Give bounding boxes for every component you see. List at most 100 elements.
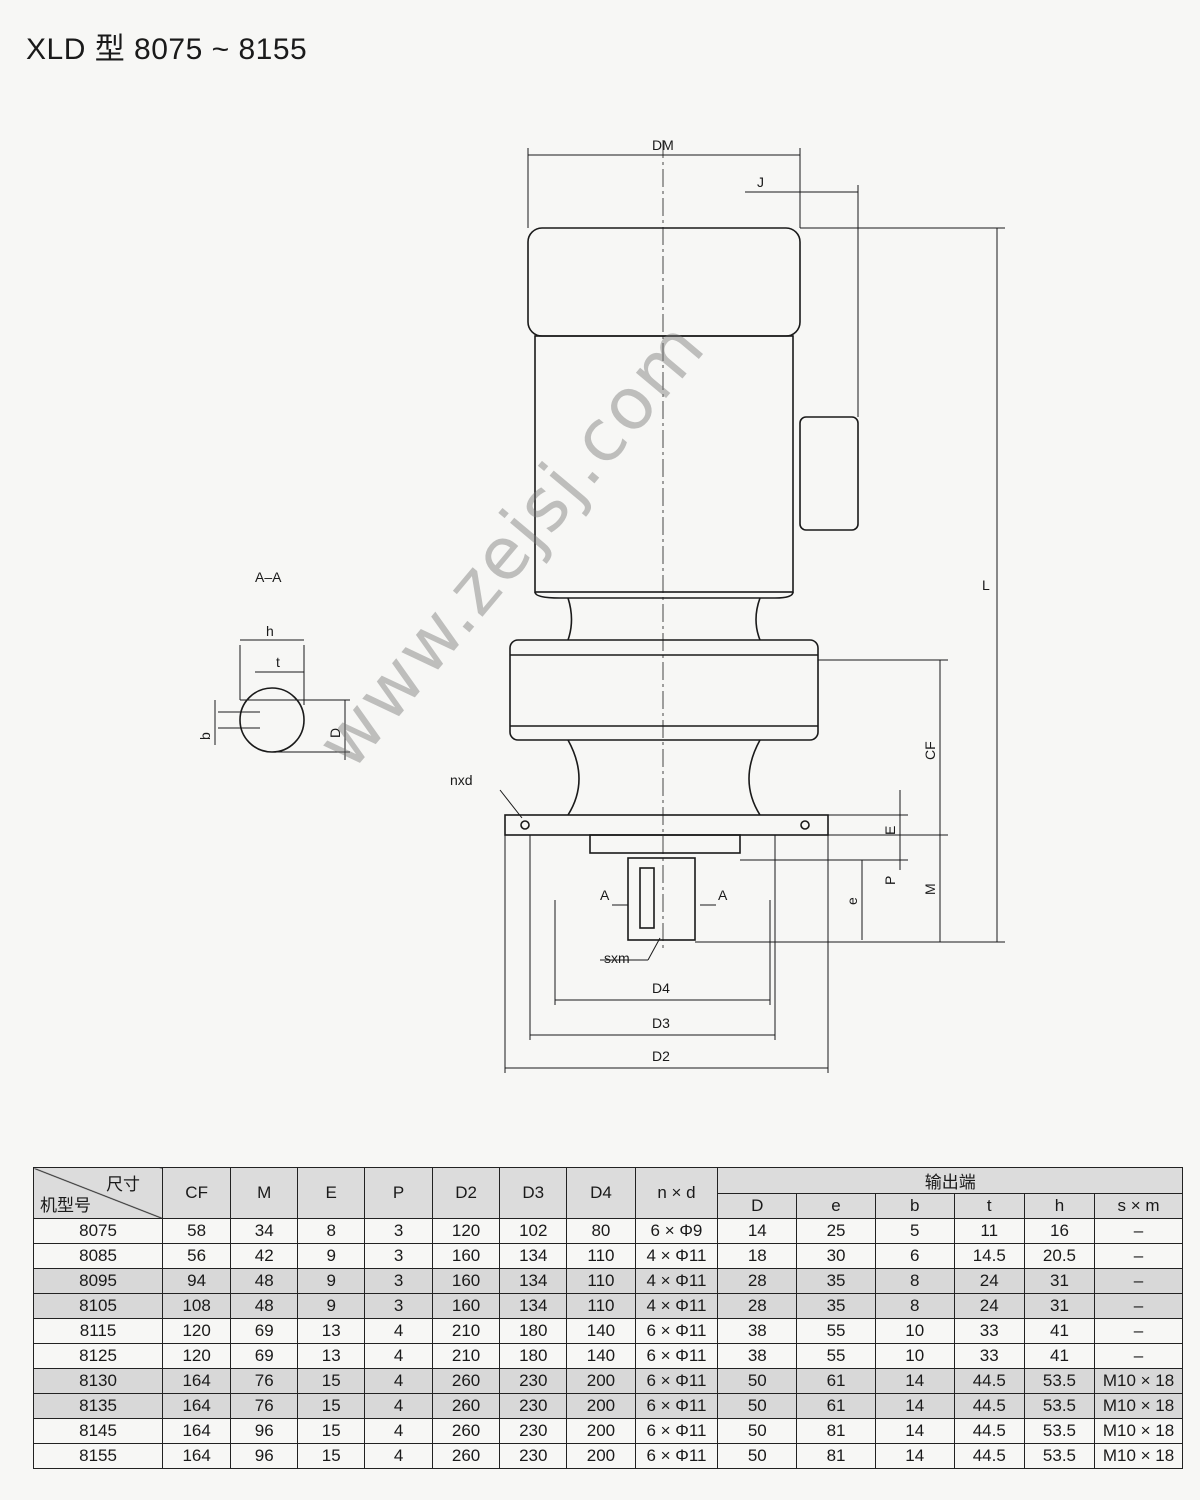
table-cell: 16: [1023, 1218, 1096, 1244]
table-cell: 35: [796, 1268, 876, 1294]
table-cell: –: [1094, 1218, 1183, 1244]
table-cell: 31: [1023, 1293, 1096, 1319]
table-cell: 3: [364, 1243, 433, 1269]
table-cell: 41: [1023, 1343, 1096, 1369]
column-header: M: [230, 1167, 299, 1219]
table-cell: 14.5: [953, 1243, 1025, 1269]
model-cell: 8075: [32, 1218, 164, 1244]
table-cell: 81: [796, 1418, 876, 1444]
table-cell: 230: [499, 1368, 568, 1394]
table-cell: 4: [364, 1418, 433, 1444]
table-cell: –: [1094, 1293, 1183, 1319]
table-cell: –: [1094, 1343, 1183, 1369]
table-cell: 76: [230, 1393, 299, 1419]
table-cell: 8: [297, 1218, 366, 1244]
section-label: A–A: [255, 569, 282, 585]
table-cell: 50: [717, 1418, 798, 1444]
table-cell: 200: [566, 1368, 636, 1394]
table-cell: 260: [431, 1368, 501, 1394]
model-cell: 8095: [32, 1268, 164, 1294]
table-cell: 160: [431, 1268, 501, 1294]
column-header: b: [874, 1193, 955, 1219]
table-cell: M10 × 18: [1094, 1368, 1183, 1394]
table-cell: 4 × Φ11: [634, 1243, 719, 1269]
table-cell: 110: [566, 1243, 636, 1269]
table-cell: 13: [297, 1318, 366, 1344]
motor-outline: [504, 227, 859, 941]
table-cell: 134: [499, 1268, 568, 1294]
table-cell: 120: [162, 1318, 232, 1344]
corner-header-bottom: 机型号: [40, 1196, 91, 1215]
table-cell: 81: [796, 1443, 876, 1469]
table-cell: 14: [874, 1393, 955, 1419]
column-header: h: [1023, 1193, 1096, 1219]
table-cell: 9: [297, 1293, 366, 1319]
output-group-header: 输出端: [717, 1167, 1183, 1194]
table-cell: 8: [874, 1268, 955, 1294]
label-b: b: [197, 732, 213, 740]
table-cell: 6 × Φ11: [634, 1343, 719, 1369]
label-A-left: A: [600, 887, 610, 903]
label-E: E: [882, 826, 898, 835]
table-cell: 14: [874, 1368, 955, 1394]
table-cell: 14: [874, 1443, 955, 1469]
table-cell: 164: [162, 1393, 232, 1419]
model-cell: 8125: [32, 1343, 164, 1369]
table-cell: 55: [796, 1318, 876, 1344]
column-header: D4: [566, 1167, 636, 1219]
table-cell: 230: [499, 1443, 568, 1469]
table-cell: 33: [953, 1318, 1025, 1344]
label-D3: D3: [652, 1015, 670, 1031]
table-cell: 230: [499, 1418, 568, 1444]
table-cell: 120: [431, 1218, 501, 1244]
column-header: E: [297, 1167, 366, 1219]
table-cell: 4: [364, 1368, 433, 1394]
table-cell: 6 × Φ11: [634, 1368, 719, 1394]
section-a-a: [214, 639, 350, 760]
table-cell: 44.5: [953, 1368, 1025, 1394]
label-M: M: [922, 883, 938, 895]
label-D: D: [327, 728, 343, 738]
table-cell: 25: [796, 1218, 876, 1244]
table-cell: 164: [162, 1368, 232, 1394]
model-cell: 8135: [32, 1393, 164, 1419]
table-cell: 50: [717, 1368, 798, 1394]
dimension-table: 尺寸 机型号 CF M E P D2 D3 D4 n × d 输出端 D e b…: [32, 1167, 1183, 1469]
label-DM: DM: [652, 137, 674, 153]
column-header: CF: [162, 1167, 232, 1219]
table-cell: 230: [499, 1393, 568, 1419]
model-cell: 8145: [32, 1418, 164, 1444]
table-cell: 260: [431, 1393, 501, 1419]
model-cell: 8155: [32, 1443, 164, 1469]
table-cell: 4: [364, 1443, 433, 1469]
table-cell: 30: [796, 1243, 876, 1269]
table-cell: 6 × Φ11: [634, 1443, 719, 1469]
reducer-dimension-drawing: DM J L CF E P M e D4 D3 D2 nxd sxm A A A…: [197, 137, 1005, 1073]
table-cell: 24: [953, 1293, 1025, 1319]
column-header: e: [796, 1193, 876, 1219]
table-cell: 4: [364, 1393, 433, 1419]
table-cell: 6 × Φ11: [634, 1418, 719, 1444]
table-cell: 180: [499, 1318, 568, 1344]
label-D2: D2: [652, 1048, 670, 1064]
table-cell: 164: [162, 1418, 232, 1444]
table-cell: M10 × 18: [1094, 1443, 1183, 1469]
table-cell: 50: [717, 1393, 798, 1419]
table-cell: 110: [566, 1268, 636, 1294]
table-cell: 15: [297, 1443, 366, 1469]
table-cell: 108: [162, 1293, 232, 1319]
model-cell: 8130: [32, 1368, 164, 1394]
table-cell: 35: [796, 1293, 876, 1319]
table-cell: 134: [499, 1293, 568, 1319]
table-cell: 10: [874, 1318, 955, 1344]
table-cell: 4: [364, 1343, 433, 1369]
model-cell: 8105: [32, 1293, 164, 1319]
label-sxm: sxm: [604, 950, 630, 966]
